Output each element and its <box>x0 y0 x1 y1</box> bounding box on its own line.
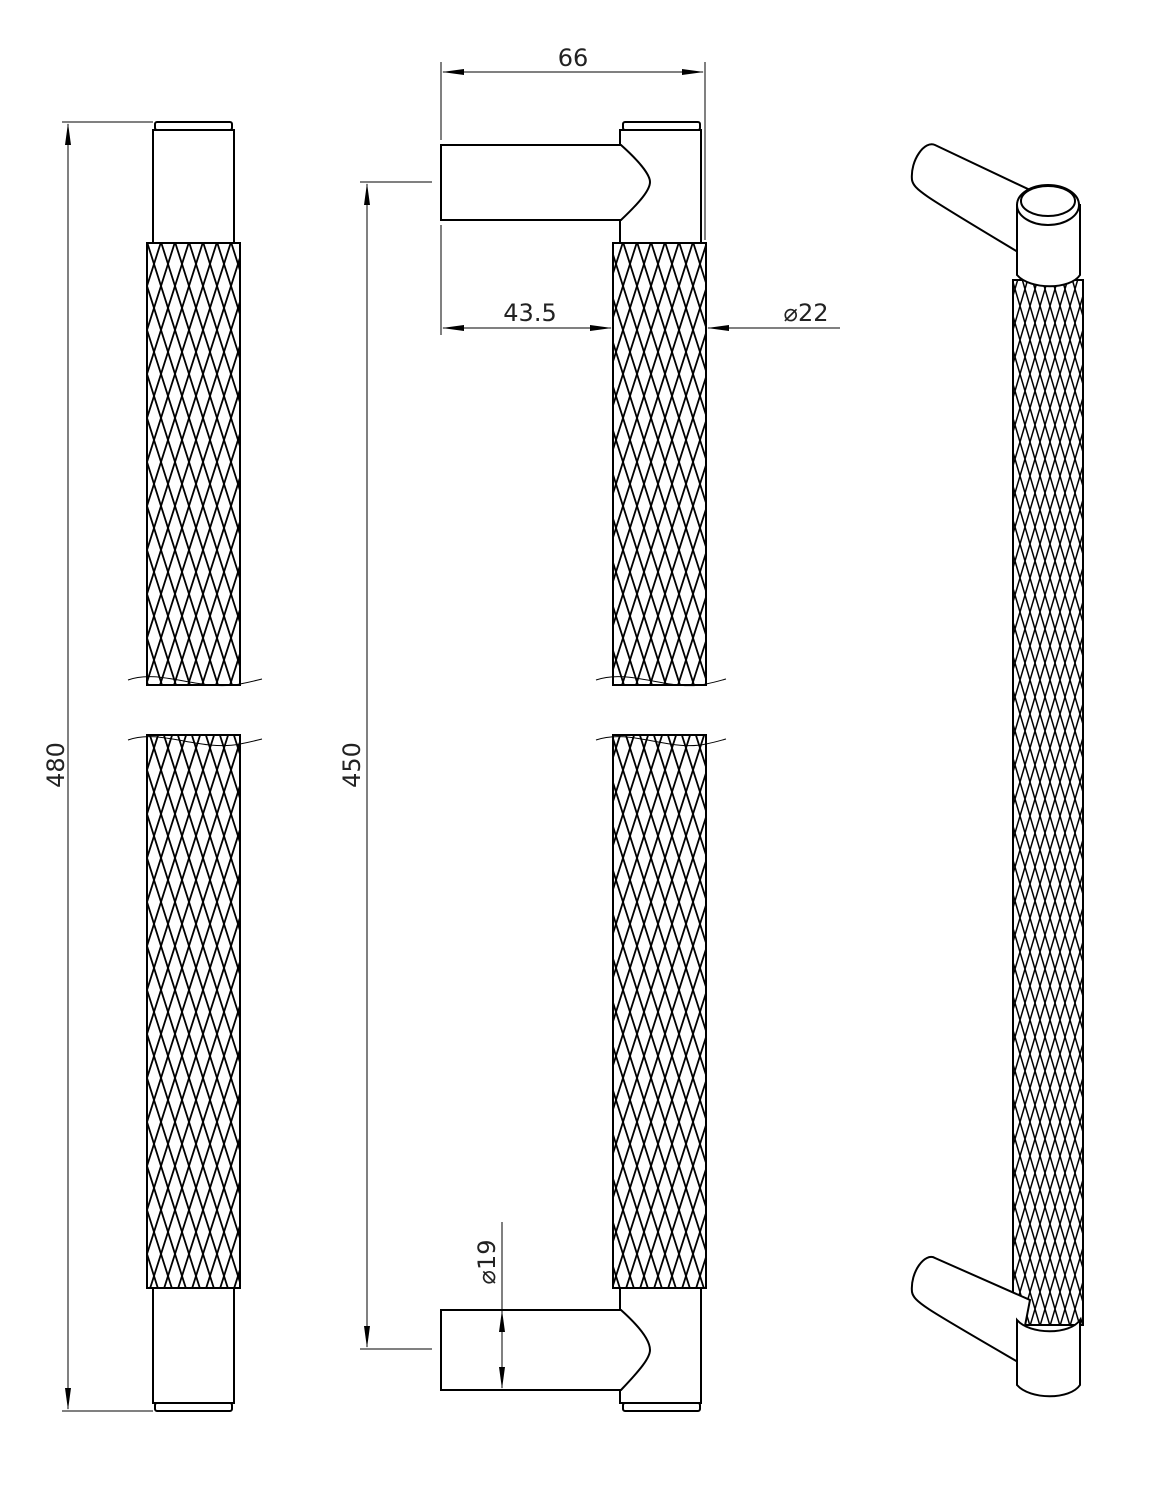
bottom-cap <box>622 1402 701 1412</box>
top-cap <box>154 121 233 131</box>
dim-d22-label: ⌀22 <box>784 299 829 327</box>
iso-top-collar <box>1016 204 1081 288</box>
break-line-lower <box>127 736 263 747</box>
knurled-bar-lower <box>146 734 241 1289</box>
dim-66-label: 66 <box>558 44 589 72</box>
bottom-leg <box>440 1309 652 1391</box>
bottom-cap <box>154 1402 233 1412</box>
bottom-collar <box>152 1287 235 1404</box>
top-collar <box>152 129 235 244</box>
dim-d19-label: ⌀19 <box>473 1240 501 1285</box>
dim-450-label: 450 <box>338 742 366 788</box>
knurled-bar-upper <box>146 242 241 686</box>
iso-bottom-arm <box>910 1255 1032 1364</box>
iso-top-arm <box>910 143 1032 254</box>
side-view: 66 43.5 ⌀22 450 ⌀19 <box>338 44 840 1412</box>
knurled-bar-upper <box>612 242 707 686</box>
iso-bottom-collar <box>1016 1316 1081 1398</box>
dim-480-label: 480 <box>42 742 70 788</box>
knurled-bar-lower <box>612 734 707 1289</box>
iso-knurled-rod <box>1012 279 1084 1326</box>
isometric-view <box>910 143 1084 1398</box>
dim-43-5-label: 43.5 <box>503 299 556 327</box>
top-leg <box>440 144 652 221</box>
top-cap <box>622 121 701 131</box>
break-line-upper <box>127 676 263 687</box>
front-view: 480 <box>42 121 263 1412</box>
